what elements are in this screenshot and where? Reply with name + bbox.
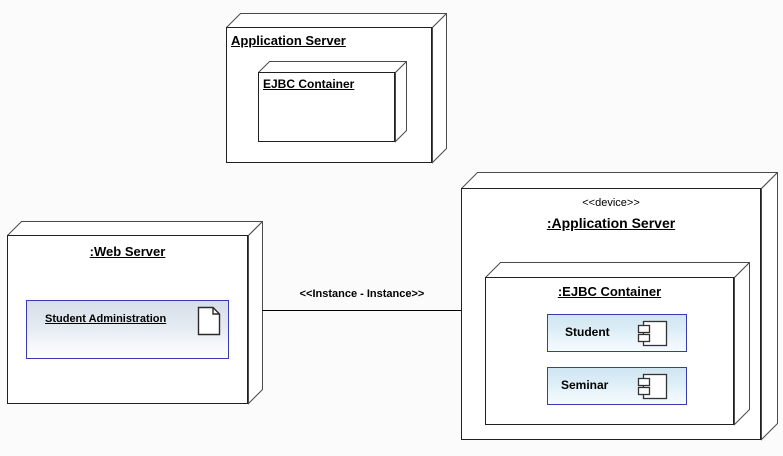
node-side-face bbox=[760, 172, 778, 441]
node-application-server-right[interactable]: <<device>> :Application Server :EJBC Con… bbox=[461, 172, 778, 441]
node-ejbc-container-right[interactable]: :EJBC Container Student Seminar bbox=[485, 262, 750, 426]
node-label-application-server-top: Application Server bbox=[231, 33, 346, 48]
nested-node-front-face bbox=[258, 72, 395, 142]
node-top-face bbox=[7, 221, 263, 236]
node-top-face bbox=[226, 13, 447, 28]
node-side-face bbox=[247, 221, 263, 405]
component-icon bbox=[637, 320, 669, 352]
node-ejbc-container-top[interactable]: EJBC Container bbox=[258, 61, 407, 143]
node-label-ejbc-container-top: EJBC Container bbox=[263, 77, 355, 91]
nested-node-top-face bbox=[485, 262, 750, 278]
node-application-server-top[interactable]: Application Server EJBC Container bbox=[226, 13, 447, 164]
component-label-student: Student bbox=[565, 325, 610, 339]
node-top-face bbox=[461, 172, 778, 189]
nested-node-side-face bbox=[733, 262, 750, 426]
artifact-label-student-administration: Student Administration bbox=[45, 313, 167, 325]
node-label-ejbc-container-right: :EJBC Container bbox=[557, 284, 662, 299]
artifact-student-administration[interactable] bbox=[26, 300, 229, 359]
connector-label-instance-instance: <<Instance - Instance>> bbox=[299, 288, 425, 300]
component-icon bbox=[637, 373, 669, 405]
node-label-web-server: :Web Server bbox=[89, 244, 166, 259]
nested-node-side-face bbox=[394, 61, 407, 143]
component-label-seminar: Seminar bbox=[561, 378, 609, 392]
node-side-face bbox=[431, 13, 447, 164]
node-stereotype-device: <<device>> bbox=[582, 197, 640, 209]
node-web-server[interactable]: :Web Server Student Administration bbox=[7, 221, 263, 405]
node-label-application-server-right: :Application Server bbox=[546, 215, 676, 231]
document-icon bbox=[197, 306, 221, 341]
connector-instance-instance[interactable] bbox=[262, 310, 462, 311]
